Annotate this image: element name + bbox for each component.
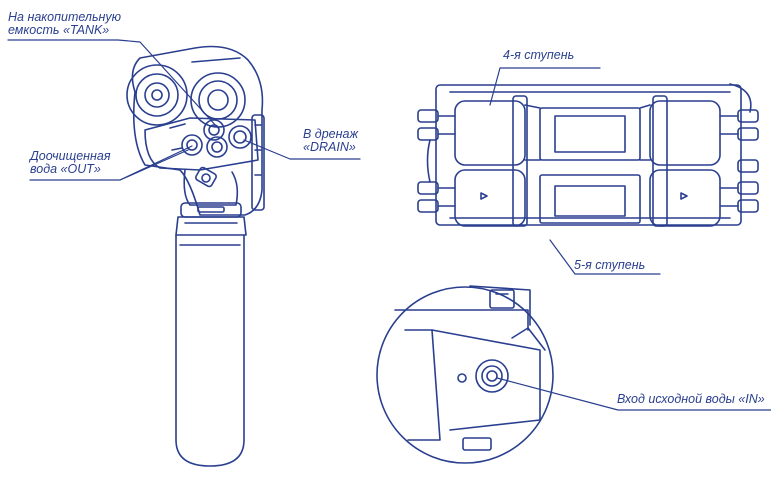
leader-lines [7, 39, 771, 411]
stage-5-cartridges [454, 169, 721, 227]
inlet-fitting [475, 359, 509, 393]
label-drain-line1: В дренаж [303, 127, 359, 141]
label-tank-line1: На накопительную [8, 10, 122, 24]
fitting-out-1 [181, 134, 203, 156]
filter-side-view [126, 45, 265, 467]
inlet-magnifier [376, 285, 554, 464]
label-tank: На накопительную емкость «TANK» [8, 11, 121, 37]
label-stage-5: 5-я ступень [574, 258, 646, 272]
label-drain-line2: «DRAIN» [303, 140, 356, 154]
label-out-line2: вода «OUT» [30, 162, 101, 176]
right-fittings [719, 83, 759, 213]
membrane-cap-left [126, 64, 188, 126]
label-out: Доочищенная вода «OUT» [30, 150, 111, 176]
label-out-line1: Доочищенная [30, 149, 111, 163]
stage-4-cartridges [454, 100, 721, 166]
label-inlet: Вход исходной воды «IN» [617, 392, 765, 406]
label-drain: В дренаж «DRAIN» [303, 128, 358, 154]
fitting-tank [203, 119, 225, 141]
label-stage-4: 4-я ступень [503, 48, 575, 62]
side-fitting [195, 166, 217, 188]
fitting-out-2 [206, 136, 228, 158]
fitting-drain [228, 125, 252, 149]
left-fittings [417, 109, 456, 213]
label-tank-line2: емкость «TANK» [8, 23, 110, 37]
top-view-unit [417, 83, 759, 227]
